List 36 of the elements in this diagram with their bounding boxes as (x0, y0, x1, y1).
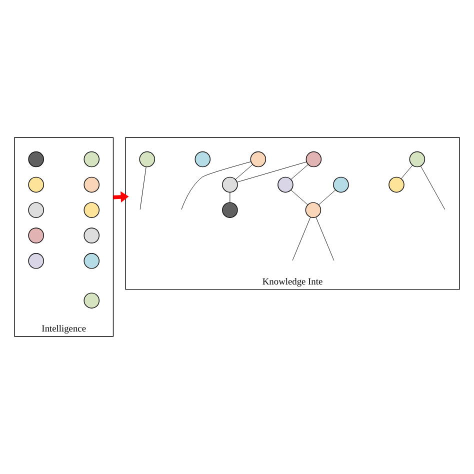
connector (400, 165, 413, 179)
node-circle (409, 151, 426, 168)
connector (181, 162, 252, 210)
node-circle (333, 176, 349, 193)
node-circle (84, 176, 100, 193)
node-circle (84, 151, 100, 168)
node-circle (250, 151, 266, 168)
node-circle (84, 292, 100, 308)
connector (292, 217, 311, 261)
node-circle (28, 151, 44, 168)
connector (420, 166, 446, 210)
node-circle (388, 176, 404, 193)
node-circle (28, 228, 44, 244)
node-circle (305, 202, 322, 218)
node-circle (306, 151, 322, 168)
arrow (113, 191, 129, 202)
cluster: Knowledge Inte (125, 137, 460, 290)
node-circle (28, 202, 44, 218)
node-circle (28, 253, 44, 269)
connector (140, 166, 146, 210)
node-circle (84, 202, 100, 218)
node-circle (222, 202, 238, 218)
node-circle (139, 151, 156, 168)
connector (290, 164, 308, 180)
connector (316, 217, 334, 261)
node-circle (28, 176, 44, 193)
node-circle (278, 176, 294, 193)
node-circle (84, 253, 100, 269)
connector (318, 190, 336, 206)
cluster: Intelligence (14, 137, 114, 337)
node-circle (194, 151, 211, 168)
connector (236, 162, 307, 182)
connector (235, 164, 253, 180)
connector (290, 190, 308, 206)
node-circle (222, 176, 238, 193)
node-circle (84, 228, 100, 244)
